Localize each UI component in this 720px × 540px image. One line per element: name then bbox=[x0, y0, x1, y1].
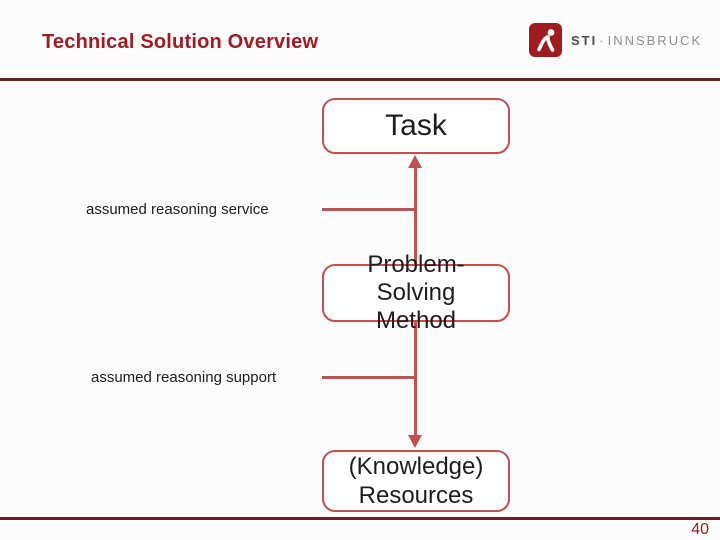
logo-separator: · bbox=[599, 32, 606, 48]
logo-wordmark: STI·INNSBRUCK bbox=[571, 33, 702, 48]
diagram-box-knowledge-resources: (Knowledge) Resources bbox=[322, 450, 510, 512]
connector-psm-to-resources bbox=[414, 322, 417, 436]
connector-psm-to-task bbox=[414, 167, 417, 265]
logo-org-text: STI bbox=[571, 32, 598, 48]
edge-label-tick-support bbox=[322, 376, 415, 379]
edge-label-tick-service bbox=[322, 208, 415, 211]
page-title: Technical Solution Overview bbox=[42, 31, 319, 53]
arrowhead-down-icon bbox=[408, 435, 422, 448]
edge-label-support: assumed reasoning support bbox=[91, 369, 277, 386]
sti-logo-icon bbox=[529, 23, 562, 57]
diagram-box-problem-solving-method: Problem-Solving Method bbox=[322, 251, 510, 334]
footer-divider-line bbox=[0, 517, 720, 520]
sti-innsbruck-logo: STI·INNSBRUCK bbox=[529, 23, 702, 57]
logo-location-text: INNSBRUCK bbox=[607, 32, 703, 48]
header-divider-line bbox=[0, 78, 720, 81]
arrowhead-up-icon bbox=[408, 155, 422, 168]
edge-label-service: assumed reasoning service bbox=[86, 201, 269, 218]
page-number: 40 bbox=[691, 521, 709, 538]
diagram-box-task: Task bbox=[322, 98, 510, 154]
